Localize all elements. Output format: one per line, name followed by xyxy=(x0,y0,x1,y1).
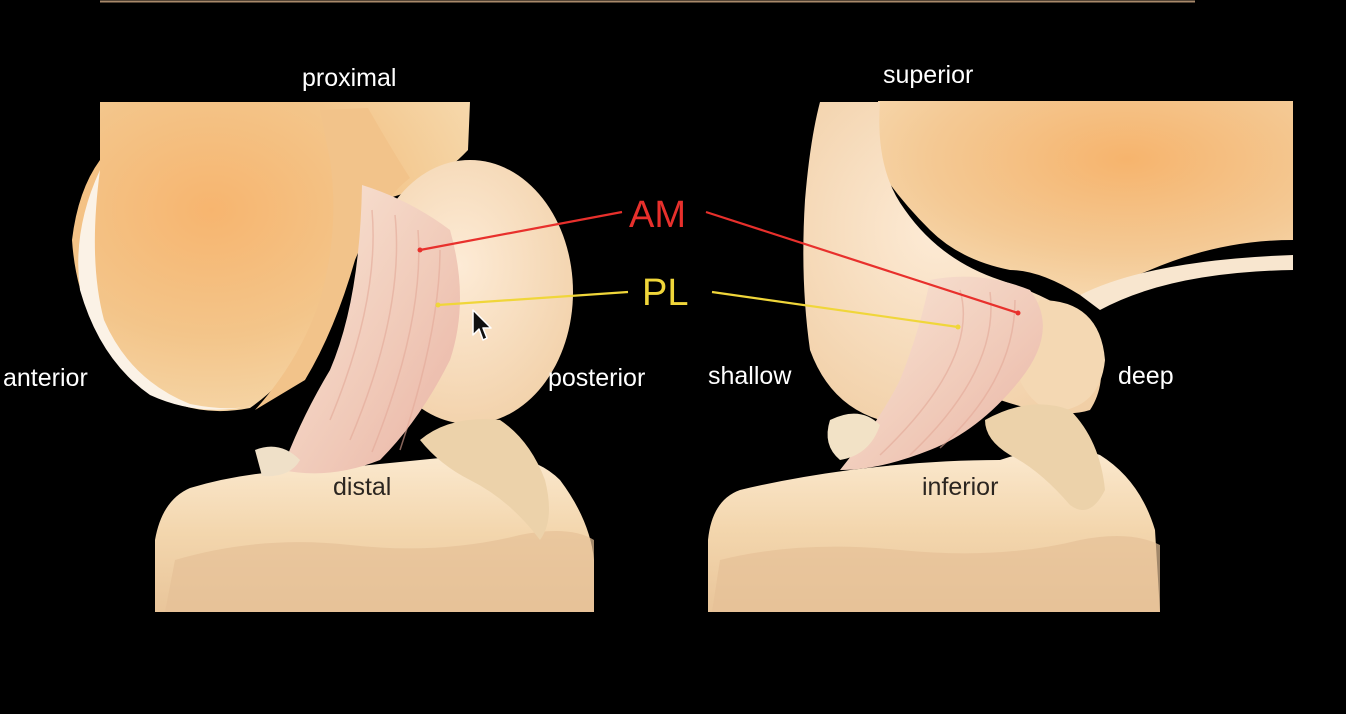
left-knee-image xyxy=(72,102,594,612)
label-proximal: proximal xyxy=(302,64,397,92)
am-bundle-label: AM xyxy=(629,194,686,236)
left-cartilage-rim xyxy=(78,170,255,410)
right-acl-ligament xyxy=(840,276,1043,470)
pl-line-left xyxy=(437,290,629,307)
right-tibia-shadow xyxy=(712,536,1160,612)
pl-dot-right xyxy=(955,324,961,330)
am-pointer-lines xyxy=(417,210,1021,316)
label-inferior: inferior xyxy=(922,473,999,501)
am-line-right xyxy=(705,210,1019,315)
right-acl-fibers xyxy=(879,289,1016,456)
right-shallow-tissue xyxy=(827,413,880,460)
right-knee-image xyxy=(708,101,1293,612)
pl-bundle-label: PL xyxy=(642,272,689,314)
label-anterior: anterior xyxy=(3,364,88,392)
pl-line-right xyxy=(711,290,959,329)
label-shallow: shallow xyxy=(708,362,792,390)
label-distal: distal xyxy=(333,473,392,501)
am-line-left xyxy=(419,210,623,252)
label-posterior: posterior xyxy=(548,364,646,392)
left-meniscus xyxy=(420,419,549,540)
left-lower-tissue xyxy=(255,446,300,477)
am-dot-right xyxy=(1015,310,1021,316)
left-notch xyxy=(255,108,410,410)
mouse-pointer-icon xyxy=(472,309,492,341)
right-cartilage-rim xyxy=(1080,255,1293,310)
am-dot-left xyxy=(417,247,423,253)
pl-pointer-lines xyxy=(435,290,961,330)
right-femur-bone xyxy=(878,101,1293,295)
pl-dot-left xyxy=(435,302,441,308)
left-acl-fibers xyxy=(329,209,441,453)
label-deep: deep xyxy=(1118,362,1174,390)
right-meniscus xyxy=(985,404,1105,510)
left-tibia-shadow xyxy=(165,531,594,612)
label-superior: superior xyxy=(883,61,974,89)
